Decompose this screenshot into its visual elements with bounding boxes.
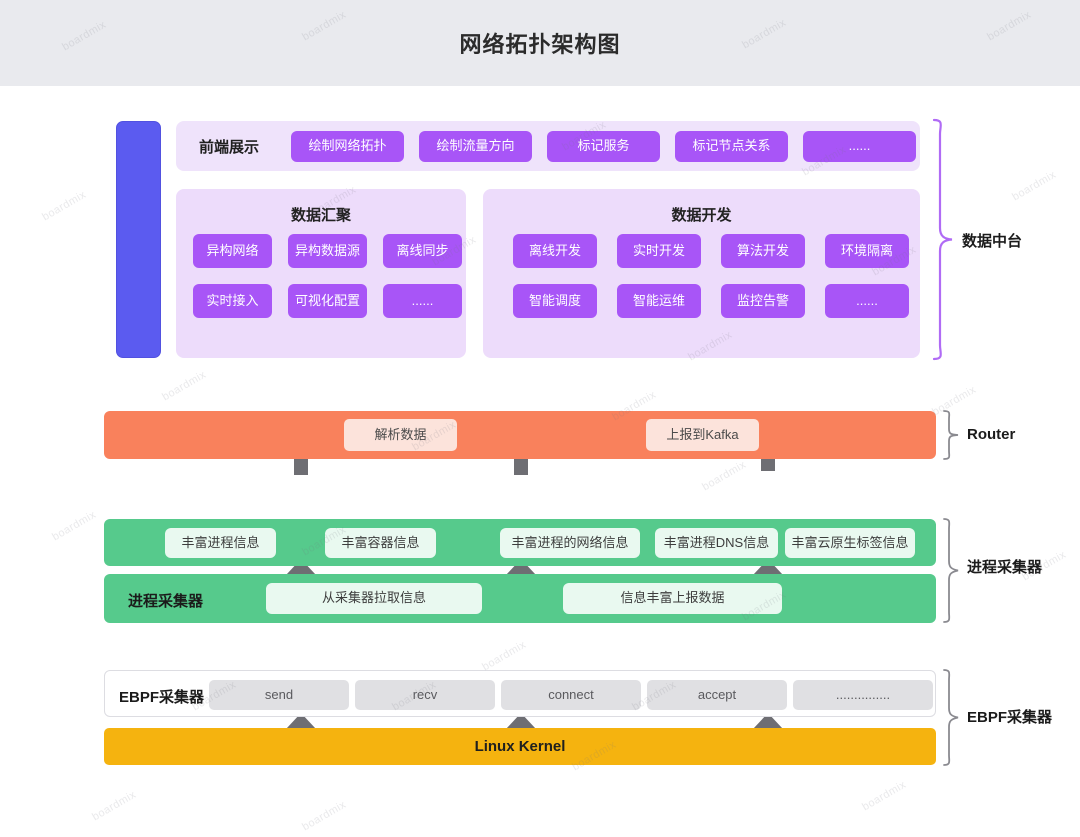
frontend-chip[interactable]: 标记节点关系 bbox=[675, 131, 788, 162]
ebpf-chip[interactable]: send bbox=[209, 680, 349, 710]
frontend-chip[interactable]: 绘制流量方向 bbox=[419, 131, 532, 162]
aggregation-panel: 数据汇聚 异构网络 异构数据源 离线同步 实时接入 可视化配置 ...... bbox=[176, 189, 466, 358]
aggregation-chip[interactable]: 离线同步 bbox=[383, 234, 462, 268]
linux-kernel-bar: Linux Kernel bbox=[104, 728, 936, 765]
router-bracket-label: Router bbox=[967, 426, 1016, 443]
aggregation-title: 数据汇聚 bbox=[290, 207, 351, 224]
page-header: 网络拓扑架构图 bbox=[0, 0, 1080, 86]
enrich-chip[interactable]: 丰富进程信息 bbox=[165, 528, 276, 558]
ebpf-collector-bar: EBPF采集器 send recv connect accept .......… bbox=[104, 670, 936, 717]
aggregation-chip[interactable]: 异构网络 bbox=[193, 234, 272, 268]
ebpf-chip[interactable]: connect bbox=[501, 680, 641, 710]
frontend-label: 前端展示 bbox=[199, 139, 260, 156]
process-enrich-bar: 丰富进程信息 丰富容器信息 丰富进程的网络信息 丰富进程DNS信息 丰富云原生标… bbox=[104, 519, 936, 566]
router-bar: 解析数据 上报到Kafka bbox=[104, 411, 936, 459]
data-platform-bracket-label: 数据中台 bbox=[962, 233, 1023, 250]
process-collector-bracket bbox=[943, 518, 959, 623]
enrich-chip[interactable]: 丰富云原生标签信息 bbox=[785, 528, 915, 558]
router-bracket bbox=[943, 410, 959, 460]
ebpf-collector-bracket bbox=[943, 669, 959, 766]
development-chip[interactable]: 监控告警 bbox=[721, 284, 805, 318]
development-chip[interactable]: 离线开发 bbox=[513, 234, 597, 268]
process-collector-bracket-label: 进程采集器 bbox=[967, 559, 1043, 576]
platform-accent-bar bbox=[116, 121, 161, 358]
ebpf-chip[interactable]: ............... bbox=[793, 680, 933, 710]
development-chip[interactable]: 实时开发 bbox=[617, 234, 701, 268]
ebpf-chip[interactable]: recv bbox=[355, 680, 495, 710]
ebpf-row-label: EBPF采集器 bbox=[119, 689, 205, 706]
enrich-chip[interactable]: 丰富进程DNS信息 bbox=[655, 528, 778, 558]
process-action-chip[interactable]: 从采集器拉取信息 bbox=[266, 583, 482, 614]
process-collector-bar: 进程采集器 从采集器拉取信息 信息丰富上报数据 bbox=[104, 574, 936, 623]
frontend-panel: 前端展示 绘制网络拓扑 绘制流量方向 标记服务 标记节点关系 ...... bbox=[176, 121, 920, 171]
frontend-chip[interactable]: 绘制网络拓扑 bbox=[291, 131, 404, 162]
development-chip[interactable]: ...... bbox=[825, 284, 909, 318]
development-chip[interactable]: 环境隔离 bbox=[825, 234, 909, 268]
router-chip[interactable]: 上报到Kafka bbox=[646, 419, 759, 451]
page-title: 网络拓扑架构图 bbox=[459, 32, 621, 57]
enrich-chip[interactable]: 丰富容器信息 bbox=[325, 528, 436, 558]
development-panel: 数据开发 离线开发 实时开发 算法开发 环境隔离 智能调度 智能运维 监控告警 … bbox=[483, 189, 920, 358]
process-collector-row-label: 进程采集器 bbox=[128, 593, 204, 610]
development-title: 数据开发 bbox=[671, 207, 732, 224]
data-platform-bracket bbox=[932, 118, 953, 361]
ebpf-collector-bracket-label: EBPF采集器 bbox=[967, 709, 1053, 726]
aggregation-chip[interactable]: ...... bbox=[383, 284, 462, 318]
aggregation-chip[interactable]: 可视化配置 bbox=[288, 284, 367, 318]
diagram-canvas: 前端展示 绘制网络拓扑 绘制流量方向 标记服务 标记节点关系 ...... 数据… bbox=[0, 86, 1080, 837]
router-chip[interactable]: 解析数据 bbox=[344, 419, 457, 451]
development-chip[interactable]: 智能调度 bbox=[513, 284, 597, 318]
development-chip[interactable]: 算法开发 bbox=[721, 234, 805, 268]
aggregation-chip[interactable]: 异构数据源 bbox=[288, 234, 367, 268]
ebpf-chip[interactable]: accept bbox=[647, 680, 787, 710]
frontend-chip[interactable]: ...... bbox=[803, 131, 916, 162]
frontend-chip[interactable]: 标记服务 bbox=[547, 131, 660, 162]
development-chip[interactable]: 智能运维 bbox=[617, 284, 701, 318]
aggregation-chip[interactable]: 实时接入 bbox=[193, 284, 272, 318]
enrich-chip[interactable]: 丰富进程的网络信息 bbox=[500, 528, 640, 558]
process-action-chip[interactable]: 信息丰富上报数据 bbox=[563, 583, 782, 614]
